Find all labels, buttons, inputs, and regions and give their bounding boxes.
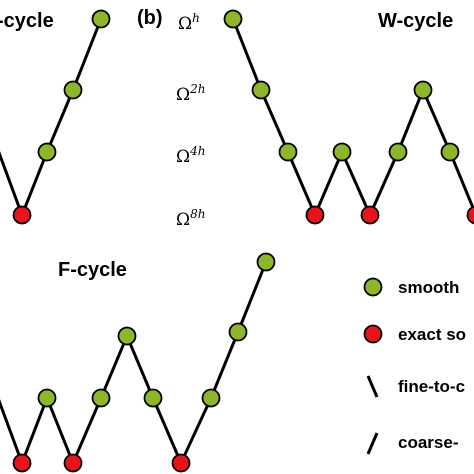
smooth-node (91, 9, 111, 29)
level-label-8h: Ω8h (176, 207, 206, 230)
legend-exact-icon (363, 324, 383, 344)
legend-smooth-icon (363, 277, 383, 297)
exact-solve-node (466, 205, 474, 225)
w-cycle-graph (223, 9, 474, 225)
exact-solve-node (305, 205, 325, 225)
panel-b-label: (b) (137, 7, 163, 29)
f-cycle-path (0, 261, 268, 468)
smooth-node (201, 388, 221, 408)
legend-coarse-to-fine-label: coarse- (398, 433, 459, 452)
smooth-node (332, 142, 352, 162)
f-cycle-graph (0, 252, 276, 473)
exact-solve-node (12, 453, 32, 473)
level-label-4h: Ω4h (176, 144, 206, 167)
v-cycle-path (0, 18, 103, 220)
smooth-node (440, 142, 460, 162)
smooth-node (117, 326, 137, 346)
legend-symbols (363, 277, 383, 455)
f-cycle-title: F-cycle (58, 259, 127, 281)
exact-solve-node (12, 205, 32, 225)
smooth-node (91, 388, 111, 408)
legend-fine-to-coarse-icon (366, 375, 379, 398)
level-label-2h: Ω2h (176, 82, 206, 105)
legend-smooth-label: smooth (398, 278, 460, 297)
legend-coarse-to-fine-icon (366, 432, 379, 455)
smooth-node (143, 388, 163, 408)
exact-solve-node (360, 205, 380, 225)
smooth-node (228, 322, 248, 342)
smooth-node (37, 388, 57, 408)
smooth-node (256, 252, 276, 272)
v-cycle-title: -cycle (0, 10, 54, 32)
smooth-node (37, 142, 57, 162)
w-cycle-path (231, 18, 474, 219)
smooth-node (251, 80, 271, 100)
smooth-node (63, 80, 83, 100)
legend-fine-to-coarse-label: fine-to-c (398, 377, 466, 396)
w-cycle-title: W-cycle (378, 10, 454, 32)
smooth-node (413, 80, 433, 100)
smooth-node (388, 142, 408, 162)
level-label-h: Ωh (178, 11, 200, 34)
smooth-node (278, 142, 298, 162)
exact-solve-node (171, 453, 191, 473)
v-cycle-graph (0, 9, 111, 225)
legend-exact-label: exact so (398, 325, 467, 344)
smooth-node (223, 9, 243, 29)
exact-solve-node (63, 453, 83, 473)
